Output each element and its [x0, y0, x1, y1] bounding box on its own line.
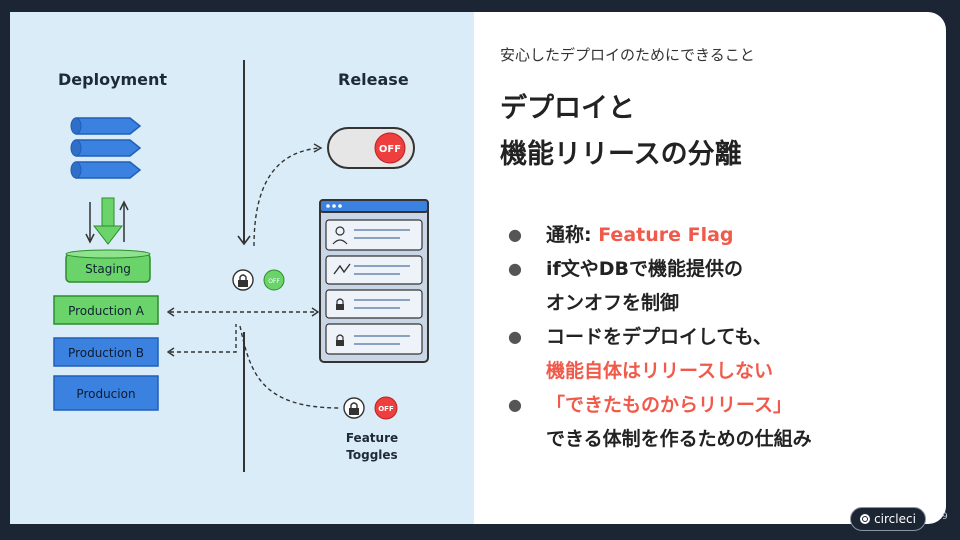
slide-title: デプロイと 機能リリースの分離 [500, 86, 742, 178]
connector-to-toggle [253, 147, 321, 247]
production-a-box: Production A [53, 295, 159, 325]
bullet-list: ● 通称: Feature Flag ● if文やDBで機能提供の オンオフを制… [506, 218, 812, 456]
bullet-item: ● 通称: Feature Flag [506, 218, 812, 252]
production-label: Producion [76, 387, 135, 401]
toggle-on-indicator: OFF [263, 269, 285, 291]
green-down-arrow-shaft [101, 197, 115, 229]
slide-title-line-1: デプロイと [500, 93, 635, 124]
bullet-item: ● 「できたものからリリース」 できる体制を作るための仕組み [506, 388, 812, 456]
app-window [319, 199, 429, 363]
divider-arrow [237, 235, 251, 246]
bullet-text-line: オンオフを制御 [546, 292, 680, 314]
production-b-box: Production B [53, 337, 159, 367]
bullet-text-line: できる体制を作るための仕組み [546, 428, 812, 450]
circleci-logo-text: circleci [874, 512, 916, 526]
diagram-svg: Deployment Release [53, 60, 429, 472]
feature-toggle-off-text: OFF [378, 405, 394, 413]
slide-subtitle: 安心したデプロイのためにできること [500, 46, 755, 64]
bullet-dot-icon: ● [508, 225, 522, 244]
feature-flag-term: Feature Flag [598, 224, 734, 246]
production-b-label: Production B [68, 346, 144, 360]
feature-toggles-label-line2: Toggles [346, 448, 397, 462]
deployment-release-illustration: Deployment Release [10, 12, 474, 524]
database-stack-icon [70, 117, 142, 179]
feature-toggle-lock-icon [343, 397, 365, 419]
toggle-switch: OFF [327, 127, 415, 169]
staging-box: Staging [65, 249, 151, 283]
connector-to-feature-toggles [239, 325, 341, 409]
bullet-dot-icon: ● [508, 395, 522, 414]
circleci-logo: circleci [850, 507, 926, 531]
slide: Deployment Release [10, 12, 946, 524]
production-a-label: Production A [68, 304, 145, 318]
lock-icon [232, 269, 254, 291]
bullet-text-line-highlight: 「できたものからリリース」 [546, 394, 793, 416]
bullet-dot-icon: ● [508, 327, 522, 346]
staging-label: Staging [85, 262, 131, 276]
green-down-arrow-head [92, 225, 124, 245]
svg-text:OFF: OFF [268, 278, 280, 285]
bullet-text-line: if文やDBで機能提供の [546, 258, 744, 280]
production-box: Producion [53, 375, 159, 411]
release-heading: Release [338, 70, 409, 89]
bullet-text-line: コードをデプロイしても、 [546, 326, 772, 348]
bullet-item: ● コードをデプロイしても、 機能自体はリリースしない [506, 320, 812, 388]
feature-toggle-off-indicator: OFF [374, 396, 398, 420]
circleci-logo-icon [860, 514, 871, 524]
slide-title-line-2: 機能リリースの分離 [500, 139, 742, 170]
feature-toggles-label-line1: Feature [346, 431, 398, 445]
connector-production-b [170, 324, 237, 353]
toggle-off-text: OFF [379, 144, 401, 155]
bullet-text: 通称: [546, 224, 599, 246]
bullet-text-line-highlight: 機能自体はリリースしない [546, 360, 774, 382]
deployment-heading: Deployment [58, 70, 167, 89]
bullet-item: ● if文やDBで機能提供の オンオフを制御 [506, 252, 812, 320]
page-number: 9 [942, 512, 948, 522]
bullet-dot-icon: ● [508, 259, 522, 278]
